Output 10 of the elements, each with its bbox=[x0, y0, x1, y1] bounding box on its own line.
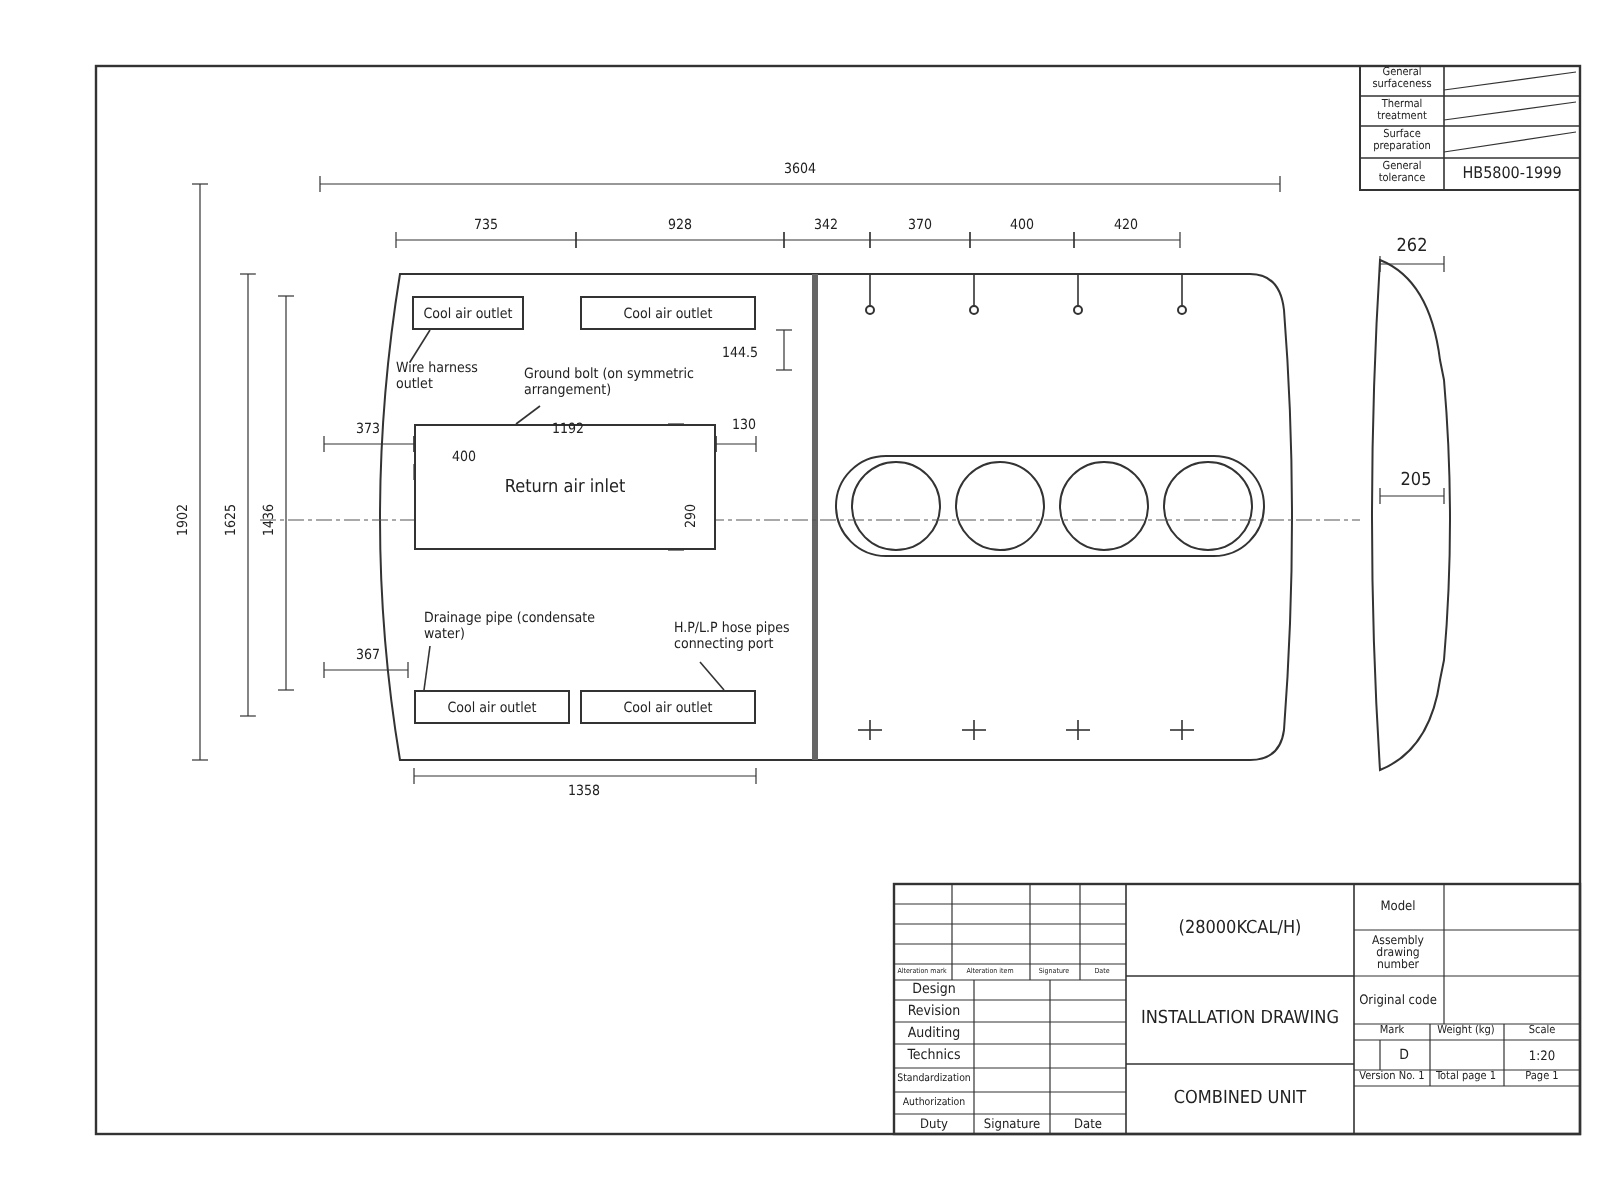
dimension-label: 205 bbox=[1400, 473, 1432, 491]
table-text: HB5800-1999 bbox=[1462, 166, 1562, 182]
title-block-text: COMBINED UNIT bbox=[1173, 1091, 1307, 1109]
leader-line bbox=[409, 329, 431, 363]
leader-line bbox=[699, 661, 725, 691]
leader-line bbox=[423, 645, 431, 691]
leader-line bbox=[515, 405, 541, 425]
title-block-text: INSTALLATION DRAWING bbox=[1140, 1011, 1340, 1029]
title-block-text: (28000KCAL/H) bbox=[1178, 921, 1302, 939]
dimension-label: 262 bbox=[1396, 239, 1428, 257]
